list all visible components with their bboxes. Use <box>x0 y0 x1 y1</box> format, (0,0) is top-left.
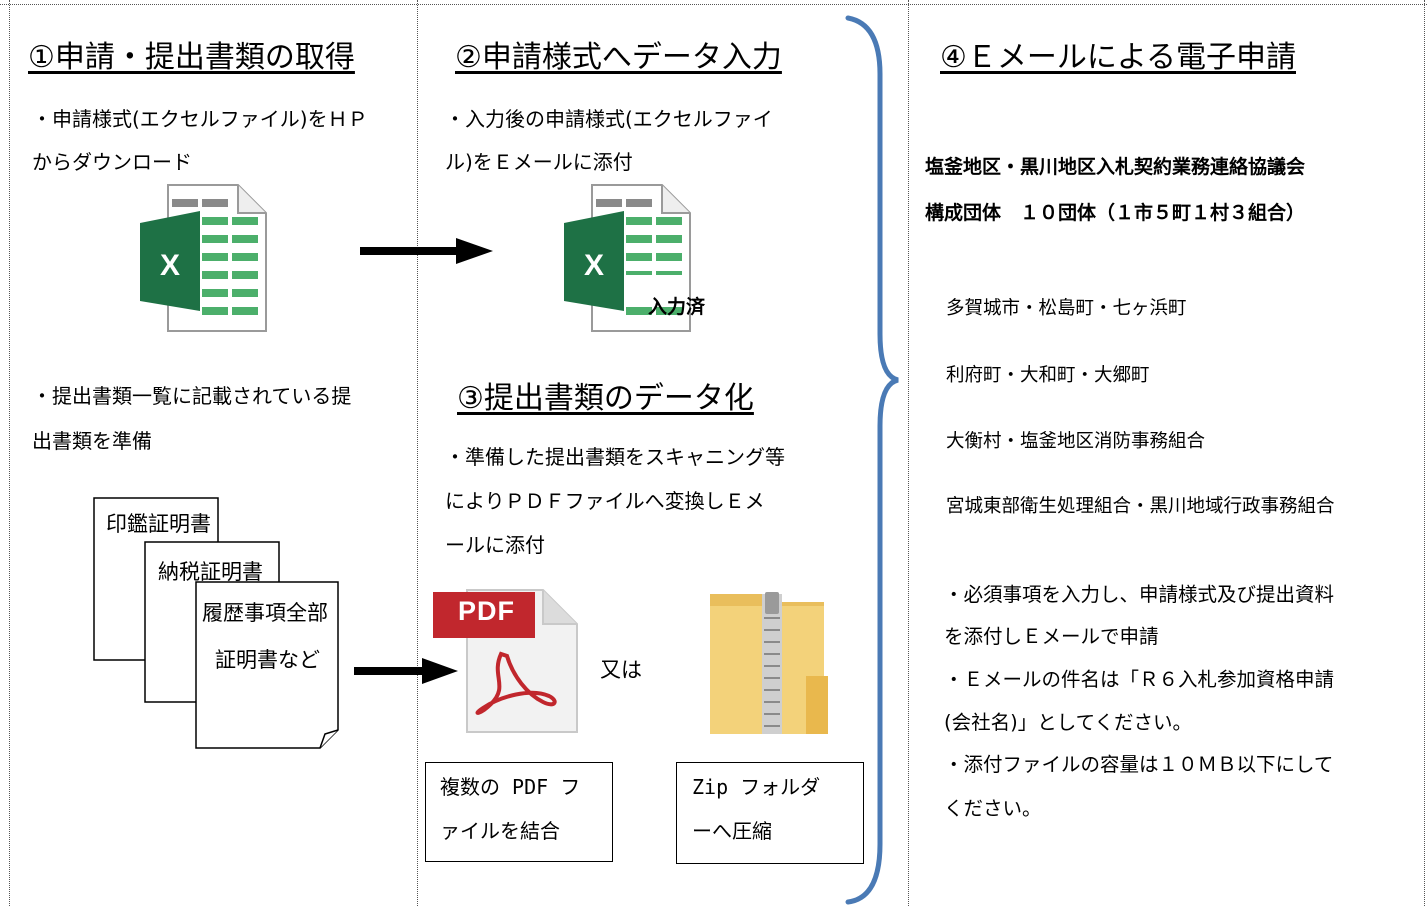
svg-text:X: X <box>584 249 604 282</box>
right-border <box>1424 0 1425 906</box>
pdf-badge-text: PDF <box>458 596 515 626</box>
divider-2 <box>908 0 909 906</box>
note2-line1: ・Ｅメールの件名は「Ｒ６入札参加資格申請 <box>944 668 1335 691</box>
step1-text-line2: からダウンロード <box>32 150 192 174</box>
step4-heading: ④Ｅメールによる電子申請 <box>940 40 1296 75</box>
doc-inkan-label: 印鑑証明書 <box>106 512 211 536</box>
zip-folder-icon <box>710 592 828 734</box>
step1-heading: ①申請・提出書類の取得 <box>28 40 355 75</box>
step3-text-line2: によりＰＤＦファイルへ変換しＥメ <box>445 489 765 513</box>
member-line-3: 大衡村・塩釜地区消防事務組合 <box>946 431 1206 452</box>
excel-file-icon: X <box>140 184 267 332</box>
council-name: 塩釜地区・黒川地区入札契約業務連絡協議会 <box>925 156 1306 178</box>
step3-heading: ③提出書類のデータ化 <box>457 381 754 416</box>
zip-compress-line2: ーへ圧縮 <box>692 819 772 843</box>
note1-line1: ・必須事項を入力し、申請様式及び提出資料 <box>944 583 1335 606</box>
curly-brace-icon <box>845 15 899 905</box>
step1-docs-text-line2: 出書類を準備 <box>32 429 152 453</box>
merge-pdf-line2: ァイルを結合 <box>440 819 560 843</box>
step2-text-line1: ・入力後の申請様式(エクセルファイ <box>445 107 773 131</box>
zip-compress-line1: Zip フォルダ <box>692 775 821 799</box>
member-line-2: 利府町・大和町・大郷町 <box>946 365 1150 386</box>
merge-pdf-line1: 複数の PDF フ <box>440 775 581 799</box>
doc-rireki-label-line1: 履歴事項全部 <box>202 601 328 625</box>
note3-line2: ください。 <box>944 797 1042 820</box>
left-border <box>9 0 10 906</box>
step2-heading: ②申請様式へデータ入力 <box>455 40 782 75</box>
excel-file-icon: X <box>564 184 691 332</box>
step3-text-line3: ールに添付 <box>445 533 545 557</box>
doc-nozei-label: 納税証明書 <box>158 560 263 584</box>
document-stack-icon <box>93 497 339 749</box>
member-line-1: 多賀城市・松島町・七ヶ浜町 <box>946 298 1187 319</box>
step1-docs-text-line1: ・提出書類一覧に記載されている提 <box>32 384 352 408</box>
or-text: 又は <box>600 658 642 682</box>
step1-text-line1: ・申請様式(エクセルファイル)をＨＰ <box>32 107 368 131</box>
merge-pdf-box <box>425 762 613 862</box>
zip-compress-box <box>676 762 864 864</box>
step2-text-line2: ル)をＥメールに添付 <box>445 150 633 174</box>
excel-filled-label: 入力済 <box>648 296 706 318</box>
top-border <box>0 4 1427 5</box>
member-line-4: 宮城東部衛生処理組合・黒川地域行政事務組合 <box>946 496 1335 517</box>
note2-line2: (会社名)」としてください。 <box>944 711 1193 734</box>
note3-line1: ・添付ファイルの容量は１０ＭＢ以下にして <box>944 753 1334 776</box>
arrow-right-icon <box>354 658 458 684</box>
arrow-right-icon <box>360 238 493 264</box>
pdf-file-icon <box>433 589 578 733</box>
divider-1 <box>417 0 418 906</box>
note1-line2: を添付しＥメールで申請 <box>944 625 1159 648</box>
step3-text-line1: ・準備した提出書類をスキャニング等 <box>445 445 785 469</box>
svg-text:X: X <box>160 249 180 282</box>
doc-rireki-label-line2: 証明書など <box>215 648 320 672</box>
members-header: 構成団体 １０団体（１市５町１村３組合） <box>925 202 1306 224</box>
